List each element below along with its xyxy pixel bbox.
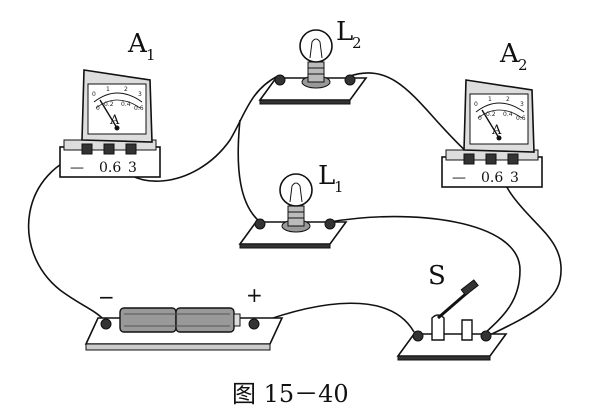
ammeter-a1: 0 1 2 3 0 0.2 0.4 0.6 A — 0.6 3 A 1 — [59, 29, 161, 178]
wire-junction-to-l1 — [237, 119, 261, 223]
lamp-l1-bulb — [279, 173, 313, 207]
a2-scale-top-2: 2 — [506, 96, 510, 103]
ammeter-a1-sub: 1 — [146, 46, 156, 64]
ammeter-a2-label: A — [499, 39, 520, 69]
wire-battery-to-switch — [255, 302, 415, 333]
wire-l1-to-switch — [329, 215, 521, 335]
figure-caption: 图 15－40 — [232, 380, 349, 408]
a2-scale-bottom-3: 0.6 — [516, 115, 526, 122]
a2-scale-bottom-2: 0.4 — [503, 111, 513, 118]
a2-unit: A — [491, 123, 502, 138]
a2-scale-top-1: 1 — [488, 96, 492, 103]
battery-terminal-minus — [100, 318, 112, 330]
a1-scale-bottom-2: 0.4 — [121, 101, 131, 108]
a2-label-minus: — — [452, 170, 466, 186]
lamp-l2-sub: 2 — [352, 34, 362, 52]
switch-label: S — [428, 261, 446, 291]
a1-scale-bottom-3: 0.6 — [134, 105, 144, 112]
a1-scale-top-1: 1 — [106, 86, 110, 93]
a1-scale-bottom-0: 0 — [96, 105, 100, 112]
wire-a1-to-battery — [27, 151, 105, 321]
a1-scale-bottom-1: 0.2 — [104, 101, 114, 108]
a2-scale-top-3: 3 — [520, 101, 524, 108]
ammeter-a1-needle — [99, 99, 118, 129]
battery-terminal-plus — [248, 318, 260, 330]
battery: − + — [84, 283, 284, 351]
lamp-l2-terminal-right — [344, 74, 356, 86]
switch-handle — [460, 279, 479, 296]
battery-cell-2 — [175, 307, 235, 333]
switch-s: S — [396, 261, 508, 361]
ammeter-a2-needle — [481, 109, 500, 139]
ammeter-a1-label: A — [127, 29, 148, 59]
switch-blade — [437, 290, 469, 320]
battery-plus-sign: + — [246, 283, 263, 307]
switch-hinge — [431, 314, 445, 341]
switch-terminal-left — [412, 330, 424, 342]
a1-terminal-minus — [81, 143, 93, 155]
lamp-l2: L 2 — [258, 17, 368, 105]
a1-scale-top-3: 3 — [138, 91, 142, 98]
lamp-l1-terminal-right — [324, 218, 336, 230]
lamp-l1-label: L — [318, 161, 335, 191]
battery-cell-1 — [119, 307, 177, 333]
a2-label-3: 3 — [510, 170, 519, 186]
a1-label-3: 3 — [128, 160, 137, 176]
switch-terminal-right — [480, 330, 492, 342]
a2-scale-bottom-1: 0.2 — [486, 111, 496, 118]
a1-label-06: 0.6 — [99, 160, 121, 176]
a2-label-06: 0.6 — [481, 170, 503, 186]
a2-terminal-3 — [507, 153, 519, 165]
lamp-l1-terminal-left — [254, 218, 266, 230]
lamp-l1-sub: 1 — [334, 178, 344, 196]
a1-scale-top-2: 2 — [124, 86, 128, 93]
ammeter-a2-base — [441, 156, 543, 188]
battery-minus-sign: − — [98, 285, 115, 309]
lamp-l1: L 1 — [238, 161, 348, 249]
lamp-l2-bulb — [299, 29, 333, 63]
a1-terminal-06 — [103, 143, 115, 155]
a2-scale-top-0: 0 — [474, 101, 478, 108]
a1-label-minus: — — [70, 160, 84, 176]
a2-terminal-06 — [485, 153, 497, 165]
ammeter-a2: 0 1 2 3 0 0.2 0.4 0.6 A — 0.6 3 A 2 — [441, 39, 543, 188]
lamp-l2-terminal-left — [274, 74, 286, 86]
a1-unit: A — [109, 113, 120, 128]
a2-terminal-minus — [463, 153, 475, 165]
ammeter-a2-sub: 2 — [518, 56, 528, 74]
a2-scale-bottom-0: 0 — [478, 115, 482, 122]
a1-scale-top-0: 0 — [92, 91, 96, 98]
a1-terminal-3 — [125, 143, 137, 155]
wire-a2-to-switch — [487, 159, 562, 337]
lamp-l2-label: L — [336, 17, 353, 47]
switch-contact — [461, 319, 473, 341]
wire-l2-to-a2 — [349, 72, 471, 156]
